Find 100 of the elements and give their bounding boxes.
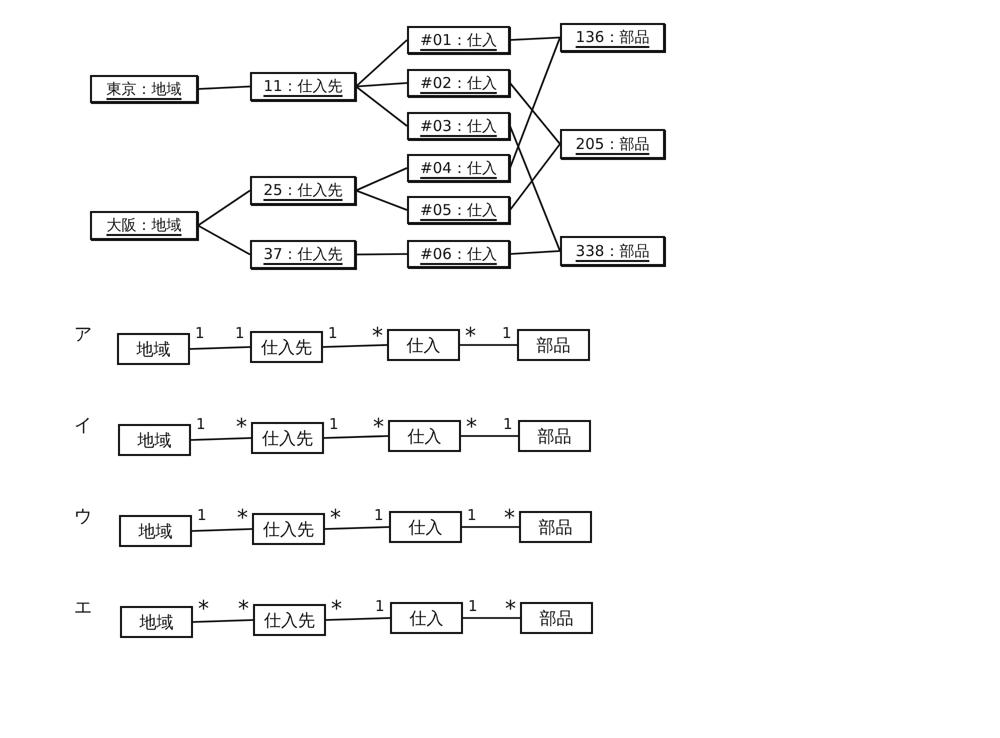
instance-name: #01：仕入 xyxy=(420,30,497,50)
connector-line xyxy=(509,126,561,252)
instance-box xyxy=(560,23,665,52)
multiplicity-label: * xyxy=(198,599,209,621)
multiplicity-label: 1 xyxy=(235,326,245,341)
class-name: 仕入先 xyxy=(263,518,314,540)
connector-line xyxy=(324,526,390,530)
instance-box xyxy=(90,211,198,240)
instance-name: #05：仕入 xyxy=(420,200,497,220)
instance-box xyxy=(407,26,510,54)
multiplicity-label: * xyxy=(373,417,384,439)
multiplicity-label: * xyxy=(466,417,477,439)
instance-name: 東京：地域 xyxy=(106,80,182,98)
class-name: 仕入 xyxy=(408,426,442,448)
connector-line xyxy=(356,190,408,211)
multiplicity-label: 1 xyxy=(502,326,512,341)
class-name: 地域 xyxy=(136,338,170,360)
connector-line xyxy=(509,143,561,211)
instance-name: #04：仕入 xyxy=(420,158,497,178)
option-label: エ xyxy=(74,599,92,617)
multiplicity-label: * xyxy=(465,326,476,348)
connector-line xyxy=(510,36,560,41)
class-name: 仕入 xyxy=(406,334,440,356)
instance-name: 205：部品 xyxy=(576,134,650,154)
class-box xyxy=(520,602,593,634)
connector-line xyxy=(355,39,408,88)
instance-box xyxy=(250,72,356,101)
instance-name: 大阪：地域 xyxy=(106,216,182,235)
instance-box xyxy=(407,240,510,268)
option-label: イ xyxy=(74,417,92,435)
multiplicity-label: 1 xyxy=(328,326,338,341)
instance-box xyxy=(250,240,356,269)
multiplicity-label: 1 xyxy=(196,417,206,432)
option-label: ウ xyxy=(74,508,92,526)
multiplicity-label: * xyxy=(238,599,249,621)
class-name: 仕入先 xyxy=(261,336,312,358)
class-box xyxy=(517,329,590,361)
connector-line xyxy=(463,617,520,619)
instance-box xyxy=(250,176,356,205)
class-name: 地域 xyxy=(140,612,174,634)
multiplicity-label: 1 xyxy=(503,417,513,432)
class-name: 仕入先 xyxy=(264,610,315,632)
multiplicity-label: * xyxy=(505,599,516,621)
multiplicity-label: 1 xyxy=(468,599,478,614)
class-box xyxy=(252,513,325,545)
instance-box xyxy=(407,196,510,224)
instance-box xyxy=(407,112,510,140)
connector-line xyxy=(355,86,408,127)
class-box xyxy=(250,331,323,363)
instance-box xyxy=(560,129,665,159)
multiplicity-label: 1 xyxy=(467,508,477,523)
class-box xyxy=(389,511,462,543)
option-label: ア xyxy=(74,326,92,344)
connector-line xyxy=(509,37,561,168)
class-name: 仕入 xyxy=(410,608,444,630)
class-box xyxy=(518,420,591,452)
multiplicity-label: 1 xyxy=(195,326,205,341)
instance-name: 37：仕入先 xyxy=(263,245,343,264)
class-box xyxy=(388,420,461,452)
connector-line xyxy=(460,344,517,346)
connector-line xyxy=(192,528,252,532)
class-name: 部品 xyxy=(540,608,574,630)
class-box xyxy=(117,333,190,365)
multiplicity-label: * xyxy=(331,599,342,621)
instance-box xyxy=(90,75,198,103)
instance-name: #06：仕入 xyxy=(420,244,497,264)
class-box xyxy=(118,424,191,456)
instance-name: 11：仕入先 xyxy=(263,77,343,96)
instance-name: #03：仕入 xyxy=(420,116,497,136)
class-box xyxy=(251,422,324,454)
multiplicity-label: 1 xyxy=(374,508,384,523)
multiplicity-label: * xyxy=(372,326,383,348)
class-name: 部品 xyxy=(536,334,570,356)
class-box xyxy=(519,511,592,543)
multiplicity-label: 1 xyxy=(197,508,207,523)
class-name: 部品 xyxy=(538,516,572,538)
multiplicity-label: * xyxy=(504,508,515,530)
connector-line xyxy=(509,82,561,145)
multiplicity-label: * xyxy=(237,508,248,530)
connector-line xyxy=(198,224,250,256)
multiplicity-label: 1 xyxy=(329,417,339,432)
connector-line xyxy=(198,86,250,90)
connector-line xyxy=(461,435,518,437)
connector-line xyxy=(190,346,250,350)
connector-line xyxy=(326,617,390,621)
instance-name: 136：部品 xyxy=(576,28,650,47)
instance-box xyxy=(407,69,510,97)
class-name: 仕入先 xyxy=(262,428,313,450)
class-name: 地域 xyxy=(138,520,172,542)
class-box xyxy=(390,602,463,634)
multiplicity-label: * xyxy=(236,417,247,439)
class-name: 仕入 xyxy=(408,516,442,538)
connector-line xyxy=(192,619,254,623)
connector-line xyxy=(324,435,388,439)
instance-name: 25：仕入先 xyxy=(263,181,343,200)
instance-box xyxy=(560,236,665,266)
instance-box xyxy=(407,154,510,182)
class-name: 地域 xyxy=(138,430,172,452)
connector-line xyxy=(462,526,519,528)
class-box xyxy=(120,606,193,638)
